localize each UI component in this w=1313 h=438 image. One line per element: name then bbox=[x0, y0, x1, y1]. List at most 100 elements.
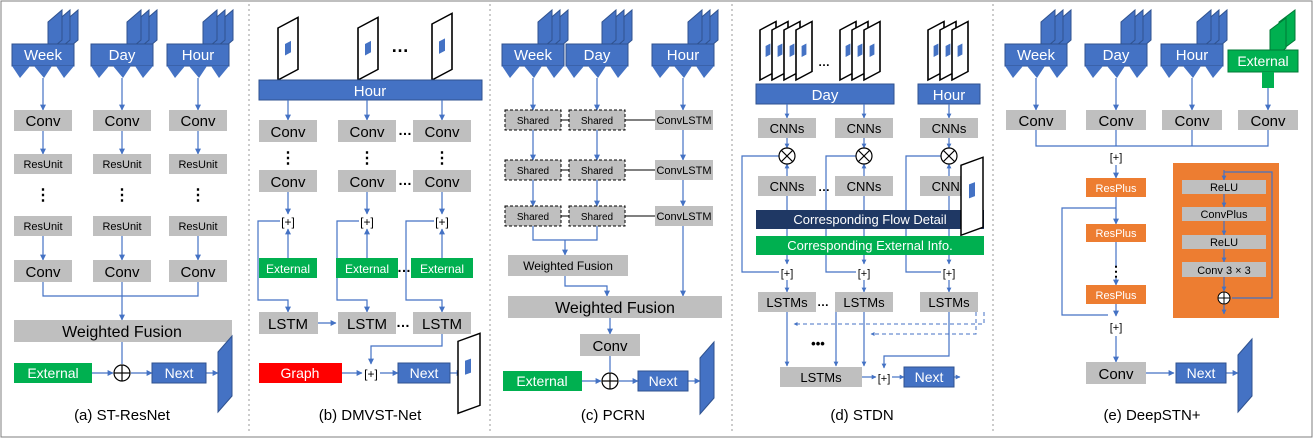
panel-stdn: … Day Hour bbox=[741, 20, 985, 424]
d-external-info-label: Corresponding External Info. bbox=[787, 238, 952, 253]
b-hour-label: Hour bbox=[354, 83, 387, 100]
a-next-label: Next bbox=[165, 365, 194, 381]
b-conv-1-label: Conv bbox=[270, 124, 306, 141]
b-hdots-lstm: … bbox=[396, 314, 410, 330]
b-frame-1 bbox=[277, 16, 299, 82]
c-shared-w2 bbox=[504, 159, 562, 181]
d-next-label: Next bbox=[915, 369, 944, 385]
c-convlstm-3 bbox=[655, 206, 713, 226]
e-resplus-3-label: ResPlus bbox=[1096, 290, 1137, 302]
a-resunit-3-label: ResUnit bbox=[178, 159, 217, 171]
d-cnns-3 bbox=[920, 118, 978, 138]
a-conv-week-2-label: Conv bbox=[25, 264, 61, 281]
b-hdots: … bbox=[391, 36, 409, 56]
c-convlstm-3-label: ConvLSTM bbox=[656, 211, 711, 223]
a-weighted-fusion-label: Weighted Fusion bbox=[62, 324, 182, 341]
c-shared-w3 bbox=[504, 205, 562, 227]
e-conv-external bbox=[1238, 110, 1298, 130]
e-external-input: External bbox=[1227, 9, 1299, 88]
e-external-label: External bbox=[1237, 53, 1288, 69]
b-conv-3-label: Conv bbox=[424, 124, 460, 141]
e-relu-1 bbox=[1182, 180, 1266, 194]
panel-dmvst-net: … Hour Conv Conv … Conv bbox=[257, 12, 483, 424]
b-frame-2 bbox=[357, 16, 379, 82]
d-dashed-links bbox=[793, 312, 985, 336]
d-cnns-6-label: CNNs bbox=[932, 179, 967, 194]
c-shared-w1 bbox=[504, 109, 562, 131]
c-output-map bbox=[699, 340, 715, 416]
d-hdots-frames: … bbox=[818, 55, 830, 69]
e-conv-hour-label: Conv bbox=[1174, 113, 1210, 130]
b-conv-6-label: Conv bbox=[424, 174, 460, 191]
a-resunit-4 bbox=[14, 216, 72, 236]
a-input-week: Week bbox=[11, 8, 79, 78]
svg-text:[+]: [+] bbox=[364, 367, 378, 381]
c-conv bbox=[580, 334, 640, 356]
b-concat-icon-out: [+] bbox=[364, 367, 378, 381]
e-resplus-2 bbox=[1086, 224, 1146, 242]
d-lstms-2 bbox=[835, 292, 893, 312]
c-weighted-fusion-small-label: Weighted Fusion bbox=[523, 259, 613, 273]
a-conv-day-2-label: Conv bbox=[104, 264, 140, 281]
a-conv-week-label: Conv bbox=[25, 113, 61, 130]
b-lstm-3-label: LSTM bbox=[422, 316, 462, 333]
c-input-day: Day bbox=[565, 8, 633, 78]
a-external bbox=[14, 363, 92, 383]
a-conv-hour-2-label: Conv bbox=[180, 264, 216, 281]
b-lstm-3 bbox=[413, 312, 471, 334]
d-lstms-1-label: LSTMs bbox=[766, 295, 808, 310]
e-conv-day-label: Conv bbox=[1098, 113, 1134, 130]
d-concat-icon-out: [+] bbox=[878, 373, 891, 385]
d-flow-detail bbox=[756, 210, 984, 229]
e-relu-2 bbox=[1182, 235, 1266, 249]
e-convplus-label: ConvPlus bbox=[1200, 209, 1248, 221]
a-vdots-3: ⋮ bbox=[190, 187, 206, 204]
b-vdots-3: ⋮ bbox=[434, 150, 450, 167]
a-resunit-4-label: ResUnit bbox=[23, 221, 62, 233]
e-resplus-3 bbox=[1086, 285, 1146, 304]
b-external-1 bbox=[259, 258, 317, 278]
b-lstm-2-label: LSTM bbox=[347, 316, 387, 333]
d-frame-4 bbox=[795, 20, 813, 82]
b-conv-4-label: Conv bbox=[270, 174, 306, 191]
e-input-day-label: Day bbox=[1103, 47, 1130, 64]
a-input-hour-label: Hour bbox=[182, 47, 215, 64]
c-shared-links bbox=[561, 119, 655, 217]
a-conv-day-label: Conv bbox=[104, 113, 140, 130]
b-next bbox=[397, 362, 451, 384]
b-external-2-label: External bbox=[345, 262, 389, 276]
c-shared-d1-label: Shared bbox=[581, 116, 613, 127]
b-conv-5 bbox=[338, 170, 396, 192]
c-input-week-label: Week bbox=[514, 47, 553, 64]
c-input-day-label: Day bbox=[584, 47, 611, 64]
e-relu-1-label: ReLU bbox=[1210, 182, 1238, 194]
a-resunit-5 bbox=[93, 216, 151, 236]
c-external bbox=[503, 371, 582, 391]
b-frame-3 bbox=[431, 12, 453, 82]
a-conv-hour bbox=[169, 110, 227, 131]
d-cnns-2-label: CNNs bbox=[847, 121, 882, 136]
e-resplus-1 bbox=[1086, 178, 1146, 197]
c-convlstm-1 bbox=[655, 110, 713, 130]
b-external-2 bbox=[336, 258, 398, 278]
e-next-label: Next bbox=[1187, 365, 1216, 381]
c-conv-label: Conv bbox=[592, 338, 628, 355]
e-conv-week bbox=[1006, 110, 1066, 130]
e-conv-hour bbox=[1162, 110, 1222, 130]
b-concat-2-icon: [+] bbox=[360, 215, 374, 229]
d-frame-7 bbox=[863, 20, 881, 82]
e-caption: (e) DeepSTN+ bbox=[1103, 407, 1200, 424]
d-dots: ••• bbox=[811, 336, 825, 351]
e-convplus bbox=[1182, 207, 1266, 221]
e-detail-connectors bbox=[1221, 170, 1273, 315]
b-external-3-label: External bbox=[420, 262, 464, 276]
a-input-week-label: Week bbox=[24, 47, 63, 64]
d-hdots-cnn: … bbox=[818, 180, 830, 194]
b-connectors bbox=[257, 100, 463, 376]
e-input-hour-label: Hour bbox=[1176, 47, 1209, 64]
b-conv-6 bbox=[413, 170, 471, 192]
e-conv-final bbox=[1086, 362, 1146, 384]
b-output-map bbox=[457, 332, 481, 415]
c-convlstm-2 bbox=[655, 160, 713, 180]
